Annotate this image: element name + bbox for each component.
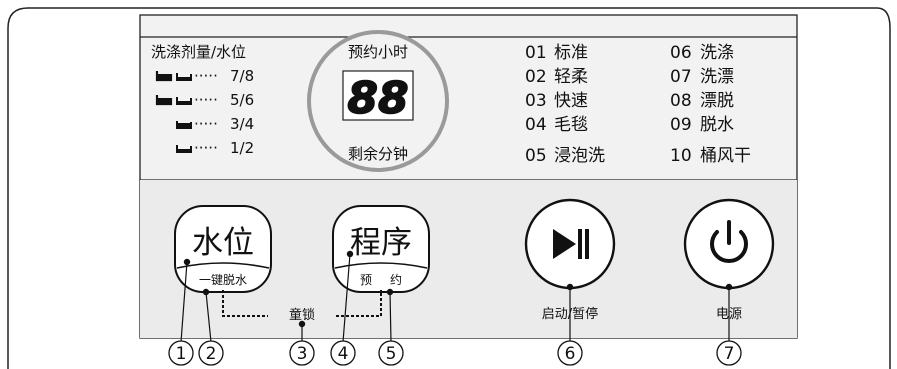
child-lock-link-left <box>222 290 268 317</box>
svg-text:03: 03 <box>525 91 547 111</box>
program-item: 01 标准 <box>525 43 588 63</box>
program-item: 09 脱水 <box>670 115 734 135</box>
callout-1: 1 <box>168 340 194 366</box>
one-key-spin-label: 一键脱水 <box>199 272 247 287</box>
svg-text:02: 02 <box>525 67 547 87</box>
program-item: 08 漂脱 <box>670 91 734 111</box>
level-value: 7/8 <box>230 67 254 85</box>
svg-text:标准: 标准 <box>554 43 588 63</box>
callout-7: 7 <box>716 340 742 366</box>
svg-text:桶风干: 桶风干 <box>700 146 751 166</box>
basin-icon <box>176 97 192 105</box>
svg-text:2: 2 <box>206 344 217 364</box>
water-level-title: 洗涤剂量/水位 <box>151 43 246 61</box>
water-level-row-3: ····· 3/4 <box>176 115 254 133</box>
program-item: 04 毛毯 <box>525 115 588 135</box>
svg-text:07: 07 <box>670 67 692 87</box>
display-top-label: 预约小时 <box>348 43 408 61</box>
program-item: 07 洗漂 <box>670 67 734 87</box>
program-button-label: 程序 <box>350 225 412 261</box>
program-item: 02 轻柔 <box>525 67 588 87</box>
dots: ····· <box>194 139 218 157</box>
callout-dots <box>183 250 733 328</box>
basin-icon <box>155 95 173 106</box>
svg-text:漂脱: 漂脱 <box>700 91 734 111</box>
program-list: 01 标准 02 轻柔 03 快速 04 毛毯 05 浸泡洗 06 洗涤 07 洗漂 08 漂脱… <box>525 43 751 166</box>
svg-text:7: 7 <box>724 344 735 364</box>
water-level-button-label: 水位 <box>192 225 254 261</box>
program-button[interactable]: 程序 预 约 <box>332 205 430 293</box>
program-item: 06 洗涤 <box>670 43 734 63</box>
segment-display <box>342 70 414 121</box>
display-digits: 88 <box>347 73 408 124</box>
callout-6: 6 <box>557 340 583 366</box>
basin-icon <box>176 145 192 153</box>
svg-text:08: 08 <box>670 91 692 111</box>
water-level-row-1: ····· 7/8 <box>155 67 254 85</box>
svg-text:3: 3 <box>297 344 308 364</box>
outer-frame <box>7 7 891 369</box>
callout-4: 4 <box>330 340 356 366</box>
program-item: 03 快速 <box>525 91 588 111</box>
svg-text:洗涤: 洗涤 <box>700 43 734 63</box>
level-value: 5/6 <box>230 91 254 109</box>
callout-5: 5 <box>378 340 404 366</box>
water-level-button[interactable]: 水位 一键脱水 <box>174 205 272 293</box>
svg-text:09: 09 <box>670 115 692 135</box>
level-value: 1/2 <box>230 139 254 157</box>
svg-text:毛毯: 毛毯 <box>554 115 588 135</box>
svg-text:6: 6 <box>565 344 576 364</box>
water-level-row-2: ····· 5/6 <box>155 91 254 109</box>
svg-text:快速: 快速 <box>554 91 588 111</box>
dots: ····· <box>194 91 218 109</box>
callout-3: 3 <box>289 340 315 366</box>
svg-text:4: 4 <box>338 344 349 364</box>
svg-text:1: 1 <box>176 344 187 364</box>
child-lock-label: 童锁 <box>289 307 315 323</box>
delay-label-left: 预 <box>360 273 372 287</box>
dots: ····· <box>194 67 218 85</box>
svg-text:浸泡洗: 浸泡洗 <box>554 146 605 166</box>
svg-text:洗漂: 洗漂 <box>700 67 734 87</box>
svg-text:脱水: 脱水 <box>700 115 734 135</box>
svg-text:06: 06 <box>670 43 692 63</box>
program-item: 10 桶风干 <box>670 146 751 166</box>
child-lock-link-right <box>336 290 382 317</box>
water-level-row-4: ····· 1/2 <box>176 139 254 157</box>
svg-text:01: 01 <box>525 43 547 63</box>
level-value: 3/4 <box>230 115 254 133</box>
callout-leaders <box>180 253 730 343</box>
callout-2: 2 <box>198 340 224 366</box>
program-item: 05 浸泡洗 <box>525 146 605 166</box>
svg-text:轻柔: 轻柔 <box>554 67 588 87</box>
svg-text:04: 04 <box>525 115 547 135</box>
basin-icon <box>155 71 173 82</box>
power-icon <box>710 220 748 264</box>
delay-label-right: 约 <box>390 272 402 287</box>
svg-text:5: 5 <box>386 344 397 364</box>
basin-icon <box>176 73 192 81</box>
svg-text:10: 10 <box>670 146 692 166</box>
display-bottom-label: 剩余分钟 <box>348 145 408 163</box>
basin-icon <box>176 121 192 129</box>
svg-text:05: 05 <box>525 146 547 166</box>
dots: ····· <box>194 115 218 133</box>
play-pause-icon <box>553 229 589 259</box>
